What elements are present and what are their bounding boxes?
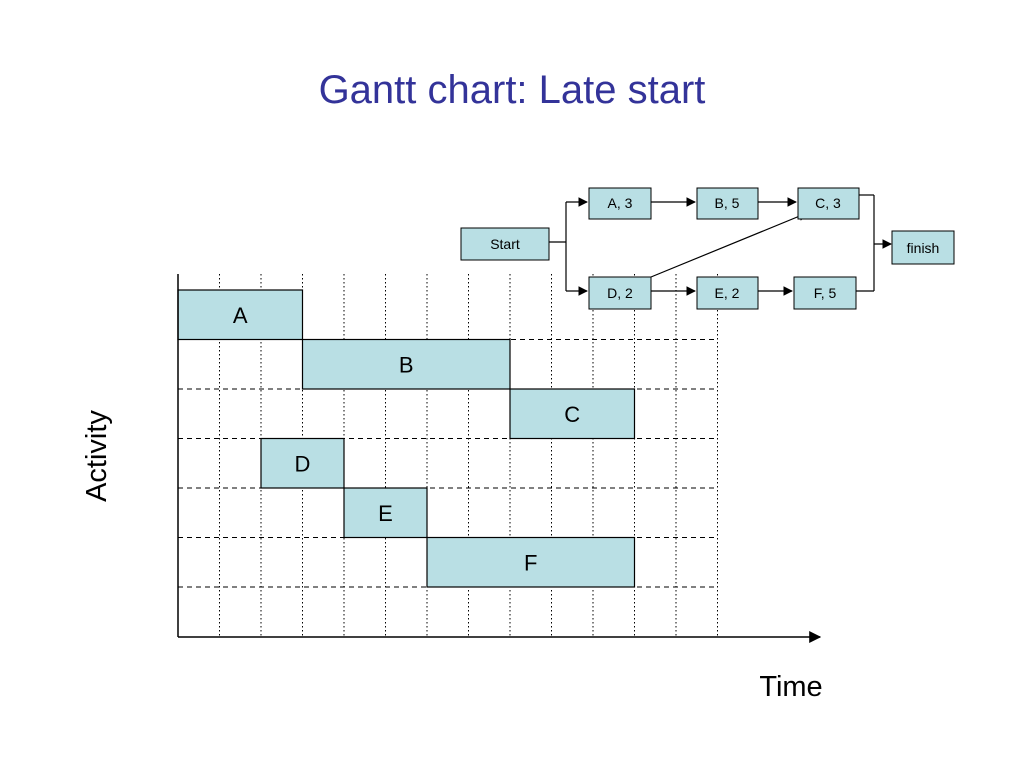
y-axis-label: Activity	[81, 410, 113, 502]
node-c-box	[797, 187, 860, 220]
node-e: E, 2	[696, 276, 759, 310]
node-b: B, 5	[696, 187, 759, 220]
node-start-box	[460, 227, 550, 261]
node-d-label: D, 2	[607, 285, 633, 301]
node-d: D, 2	[588, 276, 652, 310]
node-a: A, 3	[588, 187, 652, 220]
node-a-box	[588, 187, 652, 220]
gantt-bars: A B C D E F	[177, 289, 636, 588]
bar-label: E	[378, 501, 393, 526]
edge-d-c	[650, 211, 808, 278]
node-finish-label: finish	[907, 240, 940, 256]
node-finish: finish	[891, 230, 955, 265]
node-f: F, 5	[793, 276, 857, 310]
node-f-label: F, 5	[814, 285, 837, 301]
node-b-label: B, 5	[715, 195, 740, 211]
bar-rect	[343, 487, 428, 539]
bar-label: F	[524, 550, 537, 575]
bar-label: D	[295, 451, 311, 476]
gantt-bar-f: F	[426, 536, 636, 588]
gantt-bar-e: E	[343, 487, 428, 539]
gantt-bar-d: D	[260, 437, 345, 489]
gantt-bar-a: A	[177, 289, 304, 341]
node-e-box	[696, 276, 759, 310]
bar-label: B	[399, 352, 414, 377]
node-f-box	[793, 276, 857, 310]
gantt-bar-c: C	[509, 388, 636, 440]
bar-rect	[301, 338, 511, 390]
gantt-bar-b: B	[301, 338, 511, 390]
node-b-box	[696, 187, 759, 220]
network-edges	[549, 194, 892, 296]
node-finish-box	[891, 230, 955, 265]
bar-label: C	[564, 402, 580, 427]
bar-rect	[426, 536, 636, 588]
bar-rect	[260, 437, 345, 489]
node-d-box	[588, 276, 652, 310]
x-axis-label: Time	[759, 671, 822, 703]
node-e-label: E, 2	[715, 285, 740, 301]
page-title: Gantt chart: Late start	[318, 68, 706, 112]
network-nodes: Start A, 3 B, 5 C, 3 D, 2 E, 2	[460, 187, 955, 310]
node-c: C, 3	[797, 187, 860, 220]
bar-rect	[177, 289, 304, 341]
node-a-label: A, 3	[608, 195, 633, 211]
bar-label: A	[233, 303, 248, 328]
bar-rect	[509, 388, 636, 440]
node-start-label: Start	[490, 236, 520, 252]
node-start: Start	[460, 227, 550, 261]
node-c-label: C, 3	[815, 195, 841, 211]
